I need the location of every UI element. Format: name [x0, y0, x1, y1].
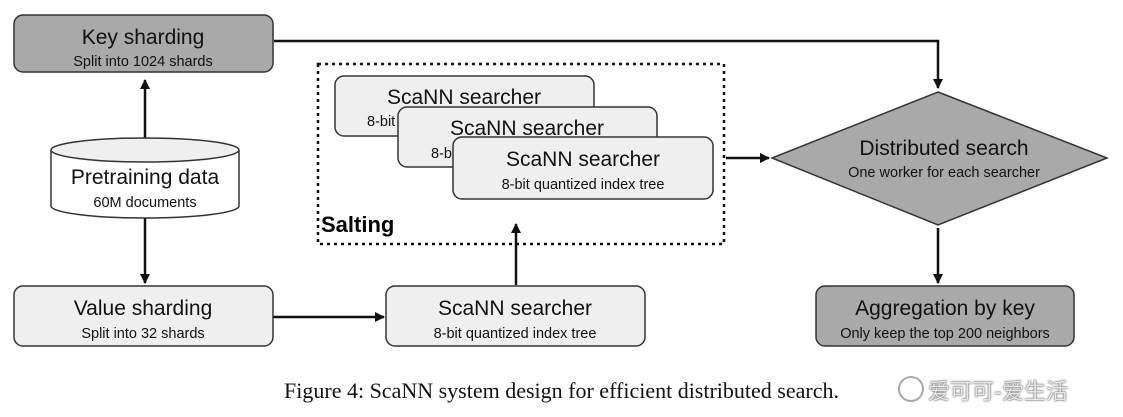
figure-caption: Figure 4: ScaNN system design for effici… — [284, 378, 839, 403]
salting-searcher-3: ScaNN searcher 8-bit quantized index tre… — [452, 136, 714, 200]
salting-searcher-1-title: ScaNN searcher — [387, 86, 541, 109]
searcher-bottom-subtitle: 8-bit quantized index tree — [434, 326, 597, 342]
arrow-key-to-distributed — [274, 39, 943, 89]
salting-region: Salting ScaNN searcher 8-bit ScaNN searc… — [316, 62, 726, 246]
distributed-subtitle: One worker for each searcher — [848, 165, 1040, 181]
key-sharding-subtitle: Split into 1024 shards — [73, 54, 212, 70]
aggregation-title: Aggregation by key — [855, 297, 1035, 320]
value-sharding-box: Value sharding Split into 32 shards — [13, 285, 274, 347]
pretraining-subtitle: 60M documents — [93, 195, 196, 211]
distributed-title: Distributed search — [859, 137, 1028, 160]
key-sharding-box: Key sharding Split into 1024 shards — [13, 14, 274, 73]
key-sharding-title: Key sharding — [82, 26, 205, 49]
salting-searcher-1-subtitle: 8-bit — [367, 114, 395, 130]
salting-searcher-2-title: ScaNN searcher — [450, 117, 604, 140]
aggregation-subtitle: Only keep the top 200 neighbors — [840, 326, 1050, 342]
pretraining-data-cylinder: Pretraining data 60M documents — [50, 137, 240, 219]
distributed-search-diamond: Distributed search One worker for each s… — [769, 91, 1110, 226]
salting-searcher-2-subtitle: 8-bi — [431, 146, 455, 162]
salting-label: Salting — [321, 212, 394, 237]
aggregation-box: Aggregation by key Only keep the top 200… — [815, 285, 1075, 347]
connectors — [140, 39, 943, 322]
watermark-text: 爱可可-爱生活 — [928, 380, 1068, 405]
weibo-logo-icon — [898, 376, 924, 402]
watermark: 爱可可-爱生活 — [898, 374, 1068, 406]
searcher-bottom-title: ScaNN searcher — [438, 297, 592, 320]
searcher-bottom-box: ScaNN searcher 8-bit quantized index tre… — [385, 285, 646, 347]
salting-searcher-3-title: ScaNN searcher — [506, 148, 660, 171]
value-sharding-title: Value sharding — [74, 297, 213, 320]
pretraining-title: Pretraining data — [71, 166, 220, 189]
value-sharding-subtitle: Split into 32 shards — [81, 326, 204, 342]
salting-searcher-3-subtitle: 8-bit quantized index tree — [502, 177, 665, 193]
